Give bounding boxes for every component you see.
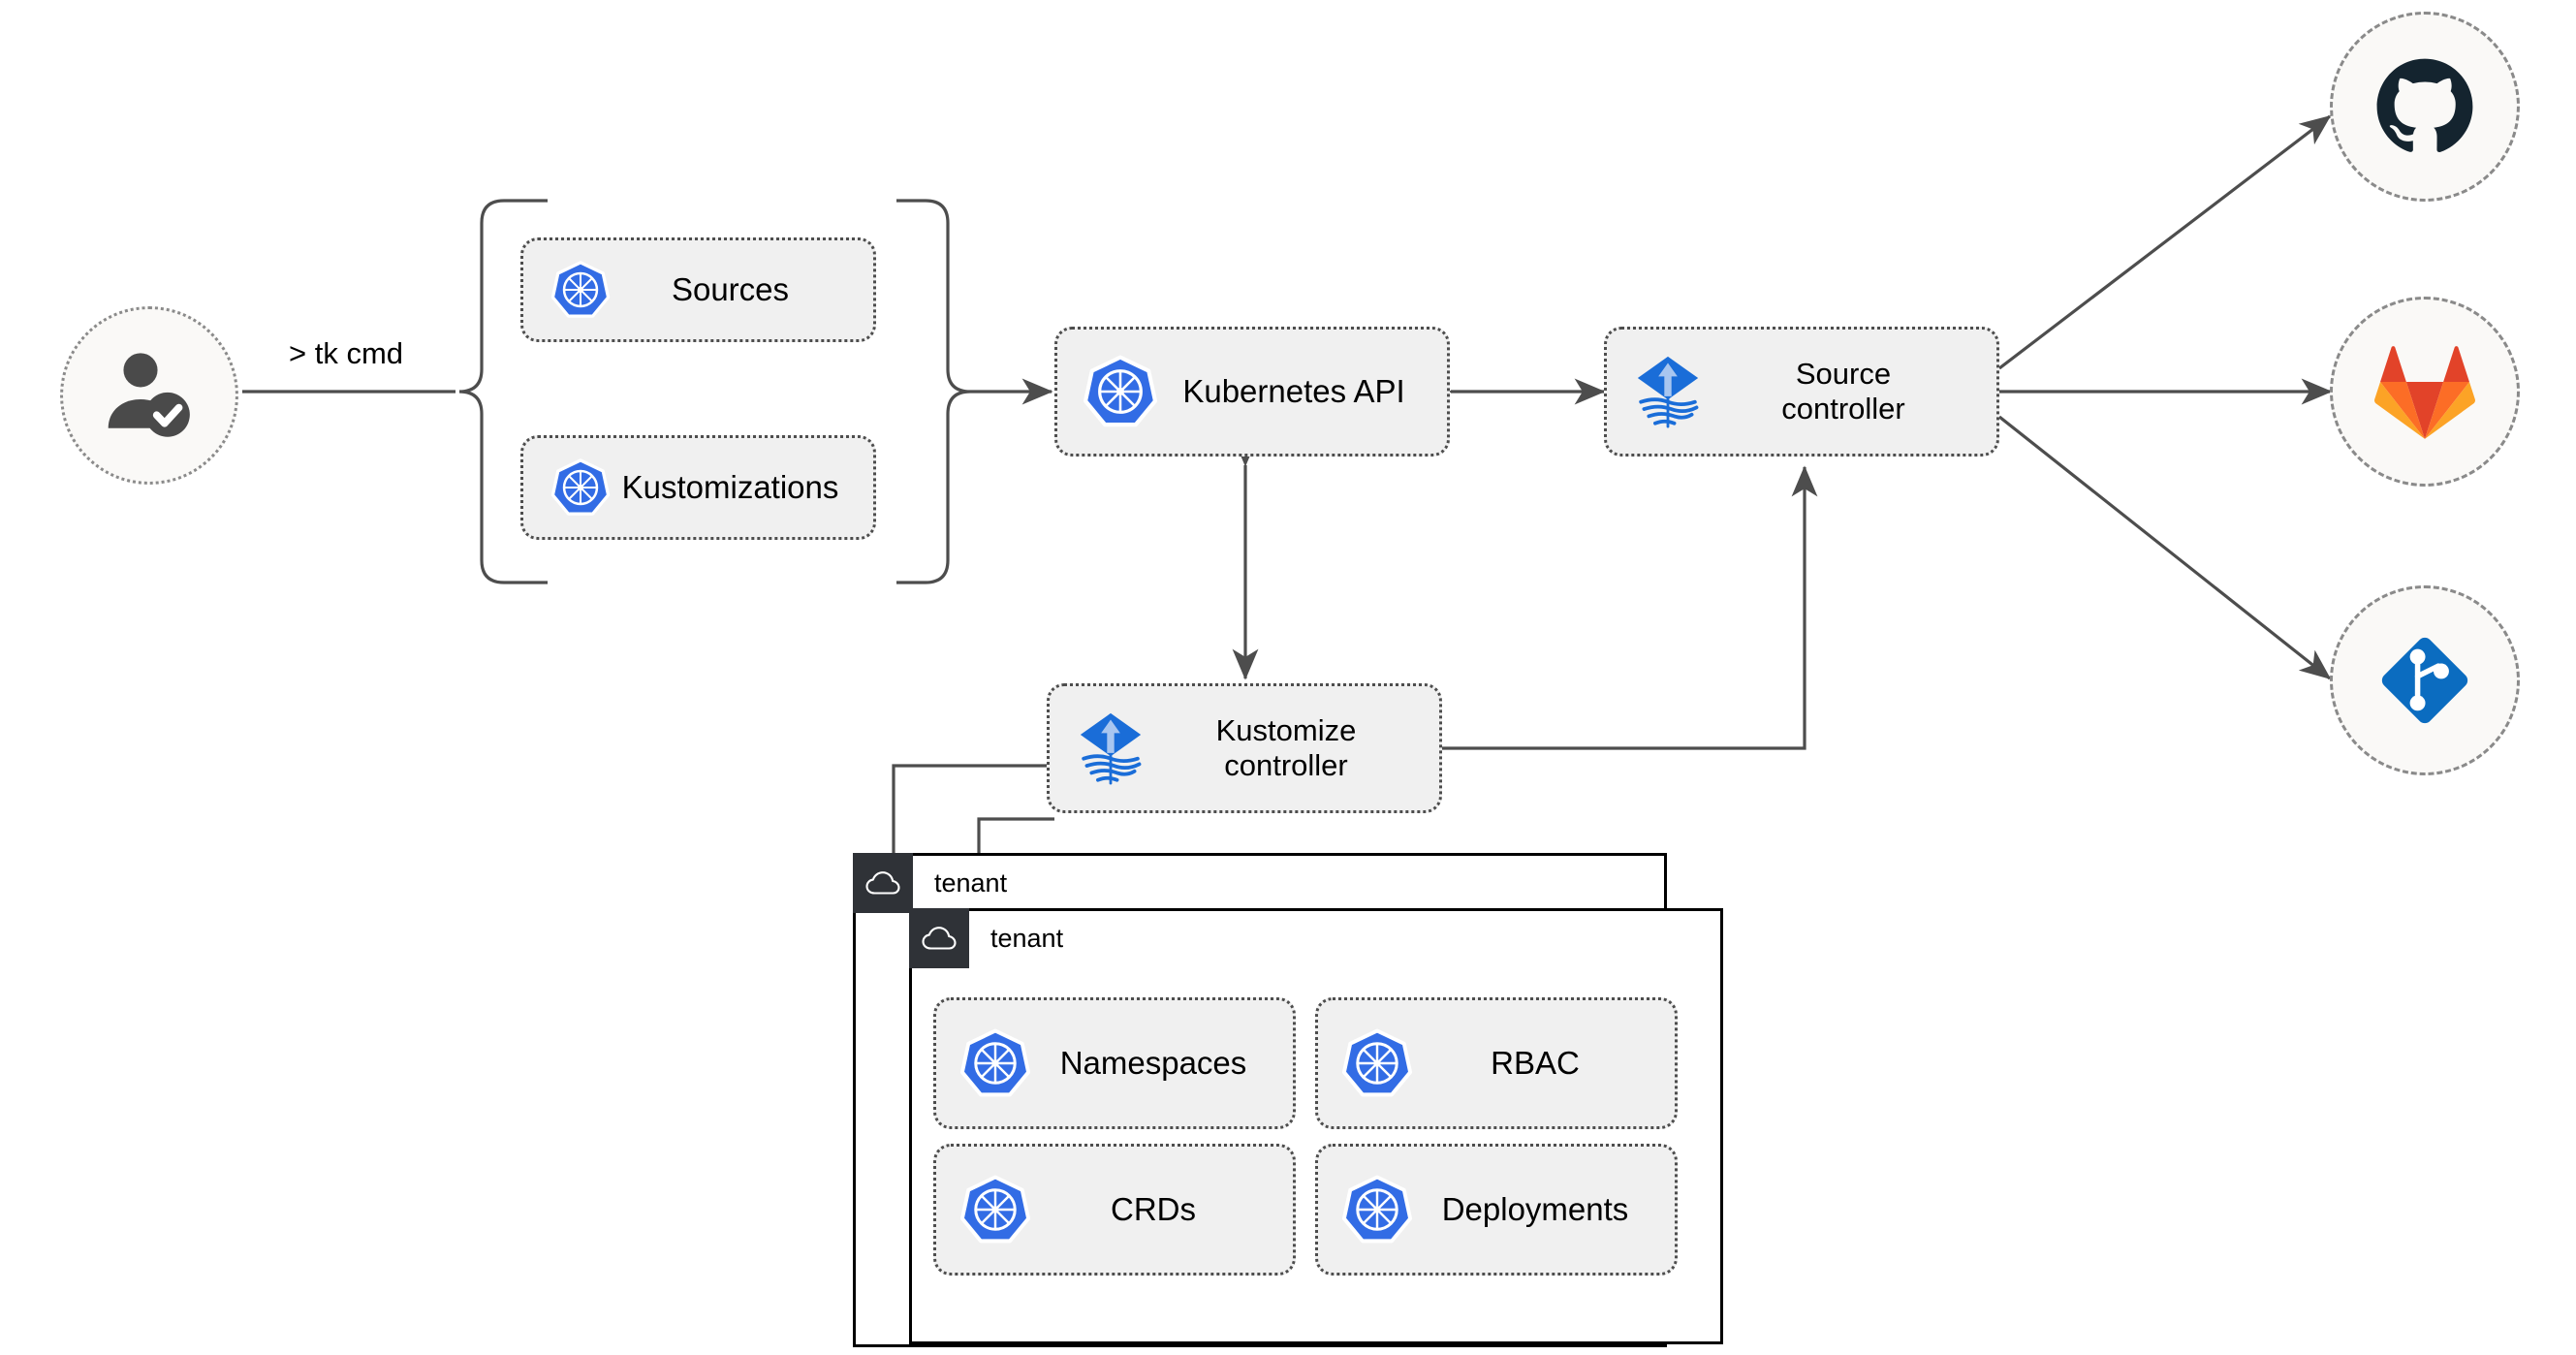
node-label: Deployments bbox=[1441, 1191, 1629, 1228]
node-rbac[interactable]: RBAC bbox=[1315, 997, 1678, 1129]
github-icon bbox=[2376, 58, 2473, 152]
kubernetes-icon bbox=[959, 1027, 1031, 1099]
user-node[interactable] bbox=[60, 306, 238, 485]
node-label: Source controller bbox=[1781, 357, 1905, 425]
node-label: Sources bbox=[671, 271, 790, 308]
tenant-label: tenant bbox=[934, 867, 1008, 898]
tenant-label: tenant bbox=[990, 923, 1064, 953]
kubernetes-icon bbox=[959, 1174, 1031, 1245]
node-sources[interactable]: Sources bbox=[520, 237, 876, 342]
provider-gitlab[interactable] bbox=[2330, 297, 2520, 487]
tenant-header-2: tenant bbox=[909, 908, 1063, 968]
node-label: CRDs bbox=[1111, 1191, 1196, 1228]
cloud-icon bbox=[909, 908, 969, 968]
brace-right bbox=[896, 199, 971, 584]
node-label: Kustomize controller bbox=[1215, 713, 1357, 782]
gitlab-icon bbox=[2374, 346, 2475, 439]
kubernetes-icon bbox=[550, 457, 611, 518]
node-crds[interactable]: CRDs bbox=[933, 1144, 1296, 1276]
kubernetes-icon bbox=[1083, 354, 1158, 429]
edge-source-to-git bbox=[1998, 415, 2332, 680]
edge-source-to-github bbox=[1998, 114, 2332, 370]
command-label: > tk cmd bbox=[289, 336, 404, 370]
node-label: Kubernetes API bbox=[1182, 373, 1405, 410]
edge-kustomize-to-source-controller bbox=[1442, 465, 1818, 750]
node-kustomizations[interactable]: Kustomizations bbox=[520, 435, 876, 540]
node-kubernetes-api[interactable]: Kubernetes API bbox=[1054, 327, 1450, 457]
provider-github[interactable] bbox=[2330, 12, 2520, 202]
git-repo-icon bbox=[2381, 637, 2468, 724]
flux-icon bbox=[1628, 352, 1708, 431]
node-source-controller[interactable]: Source controller bbox=[1604, 327, 1999, 457]
kubernetes-icon bbox=[550, 260, 611, 320]
tenant-container-2[interactable]: tenant Namespaces bbox=[909, 908, 1723, 1344]
provider-git[interactable] bbox=[2330, 585, 2520, 775]
kubernetes-icon bbox=[1341, 1174, 1413, 1245]
cloud-icon bbox=[853, 853, 913, 913]
node-label: Namespaces bbox=[1059, 1045, 1247, 1082]
tenant-header-1: tenant bbox=[853, 853, 1007, 913]
node-deployments[interactable]: Deployments bbox=[1315, 1144, 1678, 1276]
kubernetes-icon bbox=[1341, 1027, 1413, 1099]
node-label: RBAC bbox=[1491, 1045, 1580, 1082]
user-check-icon bbox=[108, 353, 190, 437]
flux-icon bbox=[1071, 709, 1150, 788]
node-namespaces[interactable]: Namespaces bbox=[933, 997, 1296, 1129]
node-kustomize-controller[interactable]: Kustomize controller bbox=[1047, 683, 1442, 813]
node-label: Kustomizations bbox=[621, 469, 839, 506]
